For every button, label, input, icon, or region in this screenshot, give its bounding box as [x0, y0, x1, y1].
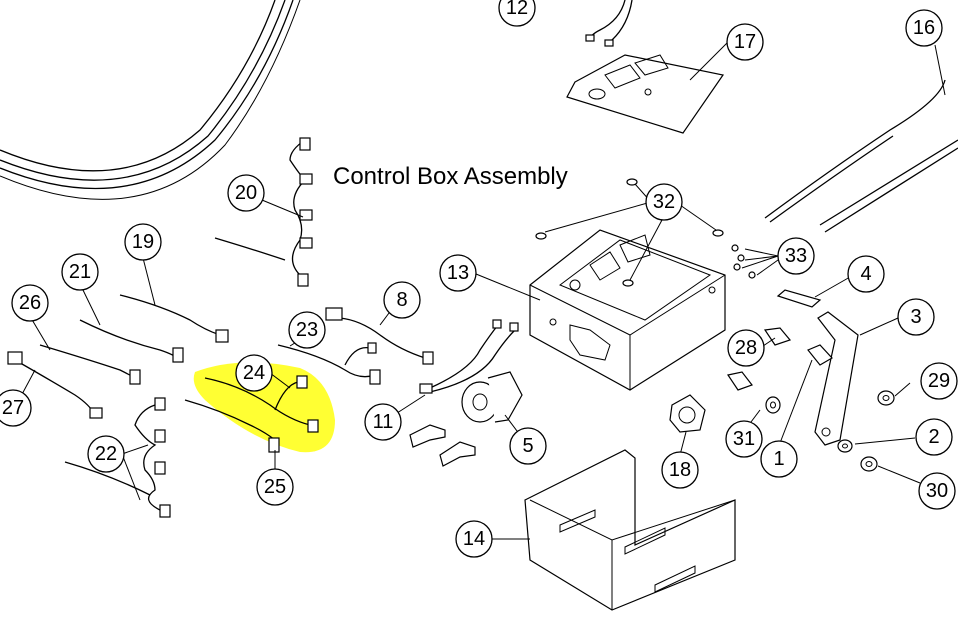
- callout-23: 23: [288, 311, 326, 349]
- callout-26: 26: [11, 284, 49, 322]
- diagram-title: Control Box Assembly: [333, 163, 568, 190]
- harness-27: [7, 351, 103, 419]
- nut-30: [860, 456, 878, 472]
- nut-29: [877, 390, 895, 406]
- callout-28: 28: [727, 329, 765, 367]
- callout-24: 24: [235, 354, 273, 392]
- svg-text:18: 18: [669, 459, 691, 481]
- svg-text:3: 3: [910, 306, 921, 328]
- callout-32: 32: [645, 183, 683, 221]
- bracket-4: [776, 289, 822, 308]
- callout-13: 13: [439, 254, 477, 292]
- callout-25: 25: [256, 468, 294, 506]
- callout-30: 30: [918, 472, 956, 510]
- svg-text:28: 28: [735, 337, 757, 359]
- screws-33: [731, 244, 756, 279]
- svg-text:1: 1: [773, 448, 784, 470]
- svg-text:25: 25: [264, 476, 286, 498]
- callout-4: 4: [847, 255, 885, 293]
- svg-text:14: 14: [463, 528, 485, 550]
- callout-2: 2: [915, 418, 953, 456]
- svg-text:23: 23: [296, 319, 318, 341]
- key-switch-5: [461, 371, 523, 423]
- svg-text:11: 11: [373, 411, 394, 433]
- svg-text:17: 17: [734, 31, 756, 53]
- callout-18: 18: [661, 451, 699, 489]
- control-box-13: [529, 229, 726, 391]
- svg-text:33: 33: [785, 245, 807, 267]
- svg-text:27: 27: [2, 397, 24, 419]
- callout-20: 20: [227, 174, 265, 212]
- wire-11: [419, 319, 519, 394]
- svg-text:5: 5: [522, 435, 533, 457]
- callout-12: 12: [498, 0, 536, 27]
- callout-14: 14: [455, 520, 493, 558]
- callout-16: 16: [905, 9, 943, 47]
- svg-text:32: 32: [653, 191, 675, 213]
- svg-text:21: 21: [69, 261, 91, 283]
- callout-21: 21: [61, 253, 99, 291]
- rod-16: [764, 79, 958, 233]
- callout-19: 19: [124, 223, 162, 261]
- wire-12: [585, 0, 633, 47]
- cable-arcs: [0, 0, 301, 200]
- harness-21: [79, 319, 184, 363]
- callout-8: 8: [383, 281, 421, 319]
- washer-31: [765, 396, 781, 414]
- svg-text:2: 2: [928, 426, 939, 448]
- callout-17: 17: [726, 23, 764, 61]
- svg-text:30: 30: [926, 480, 948, 502]
- washer-2: [837, 439, 853, 453]
- harness-24: [204, 375, 319, 433]
- callout-29: 29: [920, 362, 958, 400]
- svg-text:24: 24: [243, 362, 265, 384]
- harness-8: [325, 307, 434, 365]
- callout-5: 5: [509, 427, 547, 465]
- svg-text:22: 22: [95, 443, 117, 465]
- svg-text:4: 4: [860, 263, 871, 285]
- keys: [409, 424, 476, 467]
- svg-text:16: 16: [913, 17, 935, 39]
- clip-1: [807, 344, 833, 366]
- svg-text:13: 13: [447, 262, 469, 284]
- svg-text:29: 29: [928, 370, 950, 392]
- tray-14: [524, 449, 736, 611]
- svg-text:26: 26: [19, 292, 41, 314]
- callout-33: 33: [777, 237, 815, 275]
- bracket-arm-3: [814, 311, 859, 446]
- callout-11: 11: [364, 403, 402, 441]
- harness-20: [214, 137, 313, 287]
- screws-32: [535, 178, 724, 287]
- svg-text:8: 8: [396, 289, 407, 311]
- harness-23: [277, 342, 381, 385]
- connector-18: [669, 394, 706, 433]
- svg-text:12: 12: [506, 0, 528, 19]
- svg-text:19: 19: [132, 231, 154, 253]
- callout-22: 22: [87, 435, 125, 473]
- callout-31: 31: [725, 420, 763, 458]
- harness-22: [64, 397, 171, 518]
- harness-25: [184, 399, 280, 453]
- label-plate-17: [566, 54, 725, 134]
- callout-1: 1: [760, 440, 798, 478]
- svg-text:31: 31: [733, 428, 755, 450]
- callout-27: 27: [0, 389, 32, 427]
- svg-text:20: 20: [235, 182, 257, 204]
- callout-3: 3: [897, 298, 935, 336]
- harness-26: [39, 344, 141, 385]
- harness-19: [119, 294, 229, 343]
